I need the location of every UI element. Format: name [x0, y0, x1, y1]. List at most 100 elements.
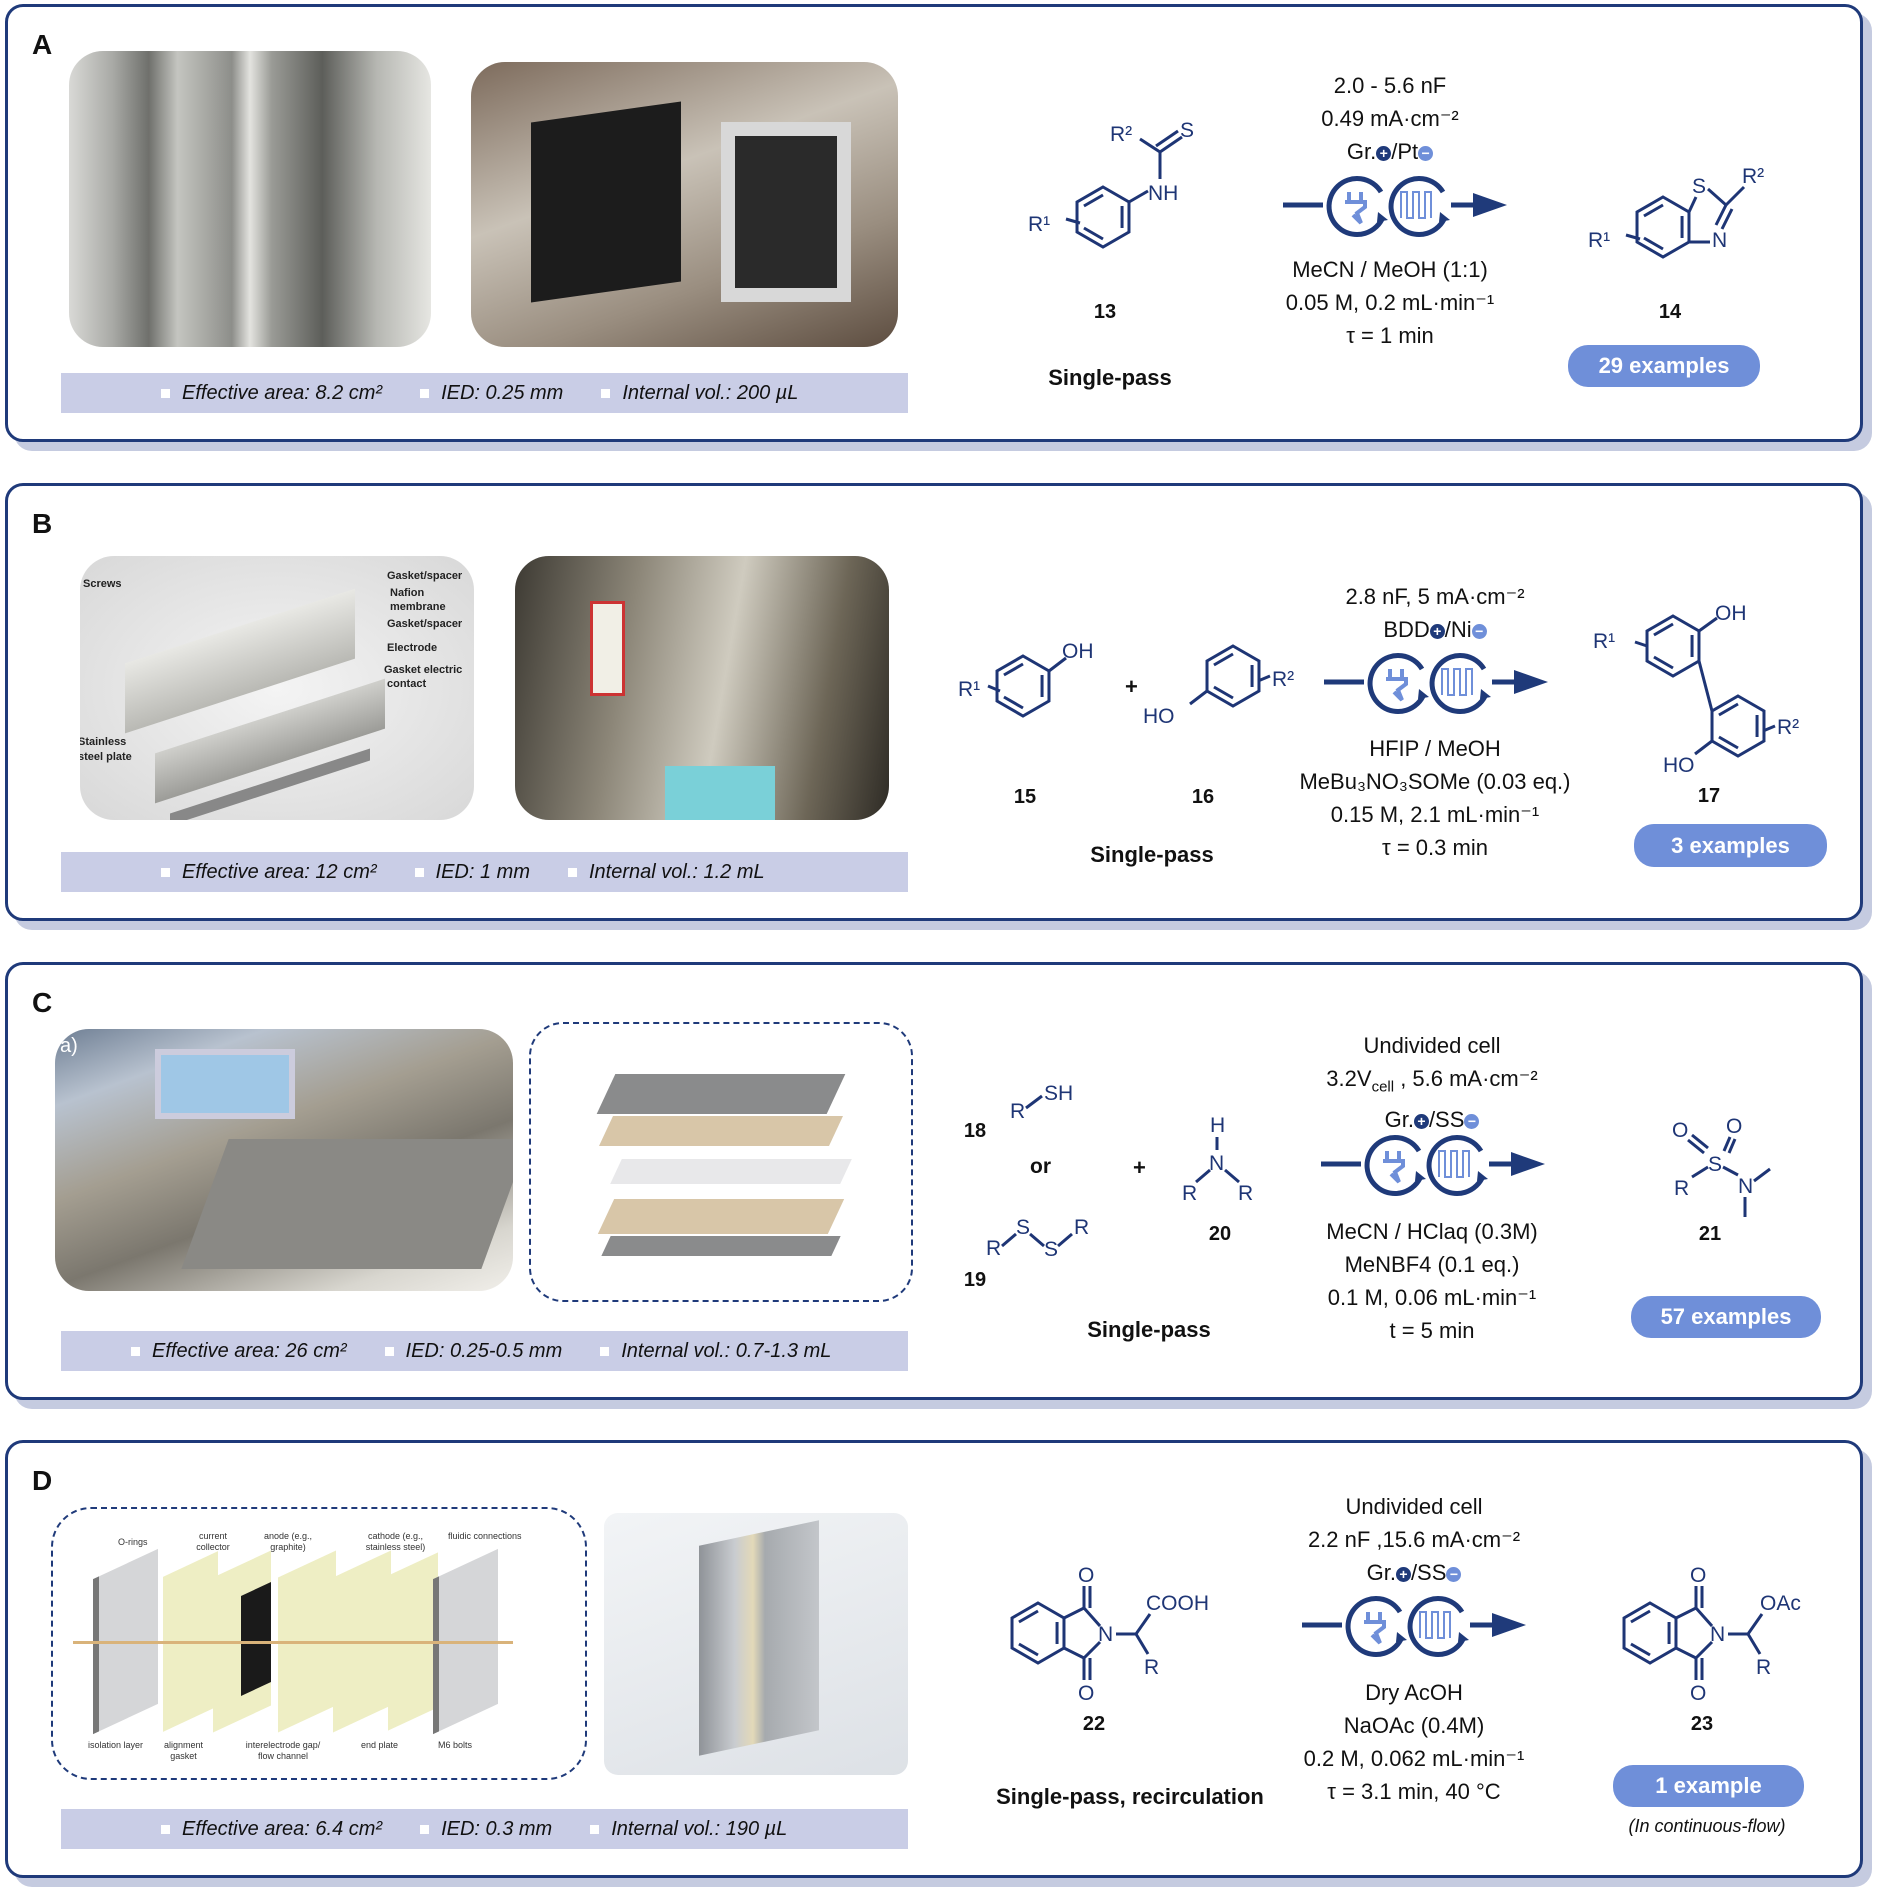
compound-number: 20 — [1208, 1223, 1232, 1245]
condition-line: HFIP / MeOH — [1369, 736, 1501, 761]
svg-text:R¹: R¹ — [1593, 630, 1615, 653]
internal-volume: Internal vol.: 190 µL — [611, 1817, 788, 1840]
svg-text:R: R — [1182, 1182, 1197, 1205]
flow-mode: Single-pass, recirculation — [996, 1784, 1264, 1809]
anode: BDD — [1383, 617, 1430, 642]
conditions-bottom: MeCN / MeOH (1:1) 0.05 M, 0.2 mL·min⁻¹ τ… — [1180, 253, 1600, 352]
benzene-ring — [1205, 644, 1261, 708]
plus-circle-icon: + — [1376, 145, 1392, 161]
compound-number: 15 — [1013, 786, 1037, 808]
label-steel-plate: steel plate — [80, 751, 132, 763]
current-density: , 5.6 mA·cm⁻² — [1394, 1066, 1538, 1091]
electrodes: Gr.+/Pt− — [1180, 135, 1600, 168]
svg-text:R²: R² — [1777, 716, 1799, 739]
flow-mode: Single-pass — [1048, 365, 1172, 390]
compound-number: 23 — [1690, 1713, 1714, 1735]
cathode: /SS — [1428, 1107, 1465, 1133]
conditions-top: Undivided cell 2.2 nF ,15.6 mA·cm⁻² Gr.+… — [1204, 1490, 1624, 1589]
plus-circle-icon: + — [1429, 623, 1445, 639]
photo-metal-cell — [69, 51, 431, 347]
compound-number: 16 — [1191, 786, 1215, 808]
minus-circle-icon: − — [1464, 1114, 1480, 1130]
minus-circle-icon: − — [1418, 145, 1434, 161]
condition-line: MeBu₃NO₃SOMe (0.03 eq.) — [1299, 769, 1571, 794]
condition-line: Undivided cell — [1345, 1494, 1483, 1519]
svg-text:N: N — [1712, 229, 1727, 252]
condition-line: 0.05 M, 0.2 mL·min⁻¹ — [1285, 290, 1495, 315]
svg-text:N: N — [1710, 1623, 1725, 1646]
flow-reactor-icon — [1321, 1135, 1545, 1196]
benzene-ring — [1622, 1601, 1678, 1665]
svg-text:O: O — [1690, 1682, 1706, 1705]
svg-text:O: O — [1078, 1564, 1094, 1587]
label-gasket: Gasket/spacer — [387, 618, 463, 630]
cathode: /SS — [1410, 1560, 1447, 1585]
svg-text:R: R — [986, 1237, 1001, 1260]
benzene-ring — [995, 654, 1051, 718]
svg-text:O: O — [1672, 1119, 1688, 1142]
svg-text:H: H — [1210, 1114, 1225, 1137]
ied: IED: 1 mm — [435, 860, 530, 883]
reactant-18-structure: R SH — [1010, 1082, 1073, 1123]
compound-number: 14 — [1658, 301, 1682, 323]
examples-badge: 1 example — [1613, 1765, 1804, 1807]
label-o-rings: O-rings — [118, 1537, 148, 1547]
svg-text:R²: R² — [1742, 165, 1764, 188]
benzene-ring — [1075, 185, 1131, 249]
benzene-ring — [1635, 195, 1691, 259]
svg-text:R: R — [1674, 1177, 1689, 1200]
svg-text:HO: HO — [1143, 705, 1175, 728]
condition-line: τ = 0.3 min — [1382, 835, 1488, 860]
minus-circle-icon: − — [1471, 623, 1487, 639]
photo-acrylic-cell — [471, 62, 898, 347]
reactant-19-structure: R S S R — [986, 1216, 1089, 1261]
conditions-bottom: HFIP / MeOH MeBu₃NO₃SOMe (0.03 eq.) 0.15… — [1225, 732, 1645, 864]
svg-text:R: R — [1144, 1656, 1159, 1679]
plus-sign: + — [1133, 1155, 1146, 1180]
plus-circle-icon: + — [1413, 1114, 1429, 1130]
svg-text:S: S — [1016, 1216, 1030, 1239]
label-m6-bolts: M6 bolts — [438, 1740, 473, 1750]
svg-text:OAc: OAc — [1760, 1592, 1801, 1615]
condition-line: MeCN / MeOH (1:1) — [1292, 257, 1488, 282]
reactant-22-structure: O N O COOH R — [1010, 1564, 1209, 1705]
internal-volume: Internal vol.: 200 µL — [622, 381, 799, 404]
conditions-top: 2.0 - 5.6 nF 0.49 mA·cm⁻² Gr.+/Pt− — [1180, 69, 1600, 168]
condition-line: MeNBF4 (0.1 eq.) — [1344, 1252, 1520, 1277]
condition-line: τ = 3.1 min, 40 °C — [1327, 1779, 1501, 1804]
condition-line: MeCN / HClaq (0.3M) — [1326, 1219, 1538, 1244]
cell-specs-bar: Effective area: 6.4 cm² IED: 0.3 mm Inte… — [61, 1809, 908, 1849]
conditions-bottom: Dry AcOH NaOAc (0.4M) 0.2 M, 0.062 mL·mi… — [1204, 1676, 1624, 1808]
flow-reactor-icon — [1324, 653, 1548, 714]
cell-specs-bar: Effective area: 8.2 cm² IED: 0.25 mm Int… — [61, 373, 908, 413]
panel-letter: C — [32, 987, 53, 1018]
cathode: /Ni — [1444, 617, 1472, 642]
ied: IED: 0.3 mm — [441, 1817, 553, 1840]
condition-line: τ = 1 min — [1346, 323, 1434, 348]
internal-volume: Internal vol.: 1.2 mL — [588, 860, 765, 883]
examples-badge: 3 examples — [1634, 824, 1827, 867]
panel-c: C a) Effective area: 26 cm² IED: 0.25-0.… — [5, 962, 1863, 1400]
product-23-structure: O N O OAc R — [1622, 1564, 1801, 1705]
plus-sign: + — [1125, 674, 1138, 699]
continuous-flow-note: (In continuous-flow) — [1628, 1816, 1786, 1836]
flow-mode: Single-pass — [1090, 842, 1214, 867]
reactant-20-structure: H N R R — [1182, 1114, 1253, 1205]
compound-number: 19 — [963, 1269, 987, 1291]
svg-text:N: N — [1738, 1175, 1753, 1198]
product-17-structure: OH R¹ HO R² — [1593, 602, 1799, 776]
product-14-structure: S N R² R¹ — [1588, 165, 1764, 259]
examples-badge: 29 examples — [1568, 345, 1760, 387]
flow-mode: Single-pass — [1087, 1317, 1211, 1342]
compound-number: 21 — [1698, 1223, 1722, 1245]
svg-text:R²: R² — [1110, 123, 1132, 146]
electrodes: Gr.+/SS− — [1204, 1556, 1624, 1589]
condition-line: Dry AcOH — [1365, 1680, 1463, 1705]
panel-letter: D — [32, 1465, 53, 1496]
effective-area: Effective area: 8.2 cm² — [182, 381, 383, 404]
condition-line: 0.15 M, 2.1 mL·min⁻¹ — [1330, 802, 1540, 827]
compound-number: 18 — [963, 1120, 987, 1142]
effective-area: Effective area: 6.4 cm² — [182, 1817, 383, 1840]
svg-text:R: R — [1074, 1216, 1089, 1239]
flow-reactor-icon — [1283, 176, 1507, 237]
